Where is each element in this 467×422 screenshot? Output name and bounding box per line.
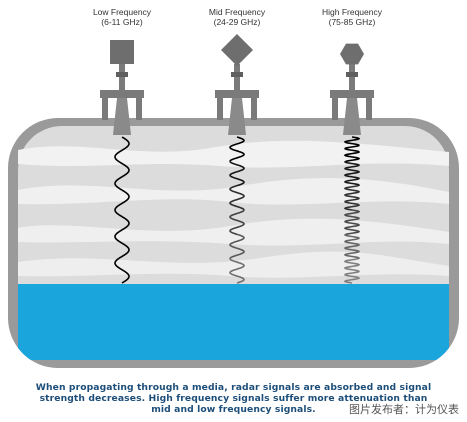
high-nozzle-left — [332, 98, 338, 120]
watermark: 图片发布者：计为仪表 — [349, 403, 459, 416]
label-high: High Frequency (75-85 GHz) — [297, 7, 407, 27]
label-low-title: Low Frequency — [92, 7, 152, 17]
mid-nozzle-right — [251, 98, 257, 120]
low-wave-segment — [114, 160, 130, 187]
label-high-title: High Frequency — [321, 7, 382, 17]
low-head — [110, 40, 134, 64]
high-nozzle-right — [366, 98, 372, 120]
mid-wave-segment — [229, 233, 245, 259]
label-mid: Mid Frequency (24-29 GHz) — [182, 7, 292, 27]
low-horn — [113, 98, 131, 135]
high-horn — [343, 98, 361, 135]
label-low-band: (6-11 GHz) — [101, 17, 143, 27]
label-mid-title: Mid Frequency — [208, 7, 266, 17]
high-wave-segment — [343, 184, 361, 211]
high-wave-segment — [343, 160, 361, 187]
high-wave-segment — [343, 136, 361, 163]
high-stem — [349, 64, 355, 92]
high-stem-collar — [346, 72, 358, 77]
high-wave-segment — [343, 233, 361, 260]
mid-flange — [215, 90, 259, 98]
liquid — [18, 284, 449, 360]
mid-wave-segment — [229, 136, 245, 162]
caption-line-3: mid and low frequency signals. — [151, 404, 316, 415]
caption-line-1: When propagating through a media, radar … — [35, 382, 432, 393]
high-head — [340, 43, 364, 65]
low-stem — [119, 64, 125, 92]
low-wave-segment — [114, 185, 130, 211]
mid-head — [221, 34, 253, 66]
low-nozzle-right — [136, 98, 142, 120]
label-high-band: (75-85 GHz) — [328, 17, 376, 27]
label-low: Low Frequency (6-11 GHz) — [67, 7, 177, 27]
mid-stem-collar — [231, 72, 243, 77]
low-nozzle-left — [102, 98, 108, 120]
high-flange — [330, 90, 374, 98]
mid-wave-segment — [229, 258, 245, 284]
mid-stem — [234, 64, 240, 92]
low-wave-segment — [114, 209, 130, 235]
caption: When propagating through a media, radar … — [10, 382, 457, 415]
caption-line-2: strength decreases. High frequency signa… — [39, 393, 428, 404]
low-wave-segment — [114, 136, 130, 162]
mid-wave-segment — [229, 184, 245, 211]
high-wave-segment — [343, 257, 361, 284]
low-stem-collar — [116, 72, 128, 77]
mid-wave-segment — [229, 161, 245, 187]
low-wave-segment — [114, 233, 130, 260]
mid-nozzle-left — [217, 98, 223, 120]
high-wave-segment — [343, 209, 361, 236]
mid-wave-segment — [229, 209, 245, 236]
mid-horn — [228, 98, 246, 135]
label-mid-band: (24-29 GHz) — [213, 17, 261, 27]
vapor-wisps — [18, 140, 449, 278]
low-flange — [100, 90, 144, 98]
low-wave-segment — [114, 258, 130, 284]
